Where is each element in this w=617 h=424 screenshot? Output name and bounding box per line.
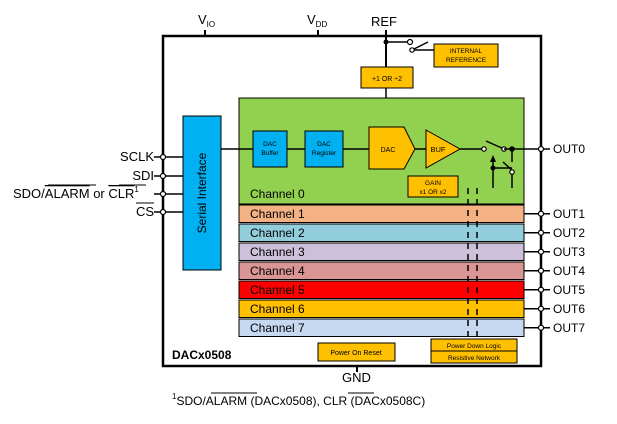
out6-terminal <box>537 305 545 312</box>
out6-label: OUT6 <box>553 302 585 316</box>
serial-interface-block <box>182 115 222 271</box>
power-on-reset-text: Power On Reset <box>330 350 381 357</box>
pd-arrow-1 <box>490 155 496 162</box>
internal-reference-text-2: REFERENCE <box>446 57 487 64</box>
vdd-label: VDD <box>307 12 327 29</box>
internal-reference-block <box>433 43 499 68</box>
gain-block <box>407 175 459 198</box>
internal-reference-text-1: INTERNAL <box>450 48 483 55</box>
dac-buffer-text-1: DAC <box>263 141 277 148</box>
out7-terminal <box>537 324 545 331</box>
resistive-network-text: Resistive Network <box>448 355 501 362</box>
power-on-reset-block <box>317 342 396 362</box>
buf-amplifier <box>425 129 462 169</box>
sdo-terminal <box>159 190 167 198</box>
dac-text: DAC <box>381 147 396 154</box>
vio-label: VIO <box>198 12 215 29</box>
buf-text: BUF <box>431 145 446 154</box>
dac-register-text-1: DAC <box>317 141 331 148</box>
out7-label: OUT7 <box>553 321 585 335</box>
channel-0-label: Channel 0 <box>250 187 305 201</box>
ref-switch-pivot <box>409 47 415 53</box>
out5-label: OUT5 <box>553 283 585 297</box>
out0-terminal <box>537 145 545 153</box>
sdi-label: SDI <box>132 168 154 183</box>
out2-terminal <box>537 229 545 236</box>
channel-4-label: Channel 4 <box>250 264 305 278</box>
ref-label: REF <box>371 14 397 29</box>
dac-buffer-block <box>252 130 288 168</box>
gain-text-2: x1 OR x2 <box>419 189 446 196</box>
cs-label: CS <box>136 204 154 219</box>
pd-switch-contact <box>509 169 515 175</box>
out3-label: OUT3 <box>553 245 585 259</box>
device-name: DACx0508 <box>172 348 232 362</box>
out-switch-contact-a <box>481 146 487 152</box>
out0-label: OUT0 <box>553 142 585 156</box>
dac-register-block <box>304 130 344 168</box>
resistive-network-block <box>430 350 518 364</box>
out5-terminal <box>537 286 545 293</box>
gain-text-1: GAIN <box>425 180 441 187</box>
serial-interface-text: Serial Interface <box>195 152 209 233</box>
out1-label: OUT1 <box>553 207 585 221</box>
dac-buffer-text-2: Buffer <box>261 150 279 157</box>
channel-3-label: Channel 3 <box>250 245 305 259</box>
sdo-label: SDO/ALARM or CLR1 <box>13 185 139 201</box>
out2-label: OUT2 <box>553 226 585 240</box>
channel-2-label: Channel 2 <box>250 226 305 240</box>
out4-label: OUT4 <box>553 264 585 278</box>
out1-terminal <box>537 210 545 217</box>
gnd-label: GND <box>342 370 371 385</box>
ref-divider-text: +1 OR ÷2 <box>372 76 402 83</box>
ref-divider-block <box>360 66 414 89</box>
channel-7-label: Channel 7 <box>250 321 305 335</box>
dac-register-text-2: Register <box>312 150 337 157</box>
dac-block <box>368 126 416 170</box>
cs-terminal <box>159 208 167 216</box>
sclk-terminal <box>159 153 167 161</box>
ref-switch-blade <box>411 41 429 51</box>
channel-6-label: Channel 6 <box>250 302 305 316</box>
out3-terminal <box>537 248 545 255</box>
ref-switch-contact <box>406 38 414 46</box>
channel-1-label: Channel 1 <box>250 207 305 221</box>
out4-terminal <box>537 267 545 274</box>
power-down-logic-text: Power Down Logic <box>447 343 502 350</box>
sclk-label: SCLK <box>120 149 154 164</box>
channel-5-label: Channel 5 <box>250 283 305 297</box>
footnote: 1SDO/ALARM (DACx0508), CLR (DACx0508C) <box>172 392 425 408</box>
sdi-terminal <box>159 172 167 180</box>
out-switch-blade <box>485 140 505 150</box>
